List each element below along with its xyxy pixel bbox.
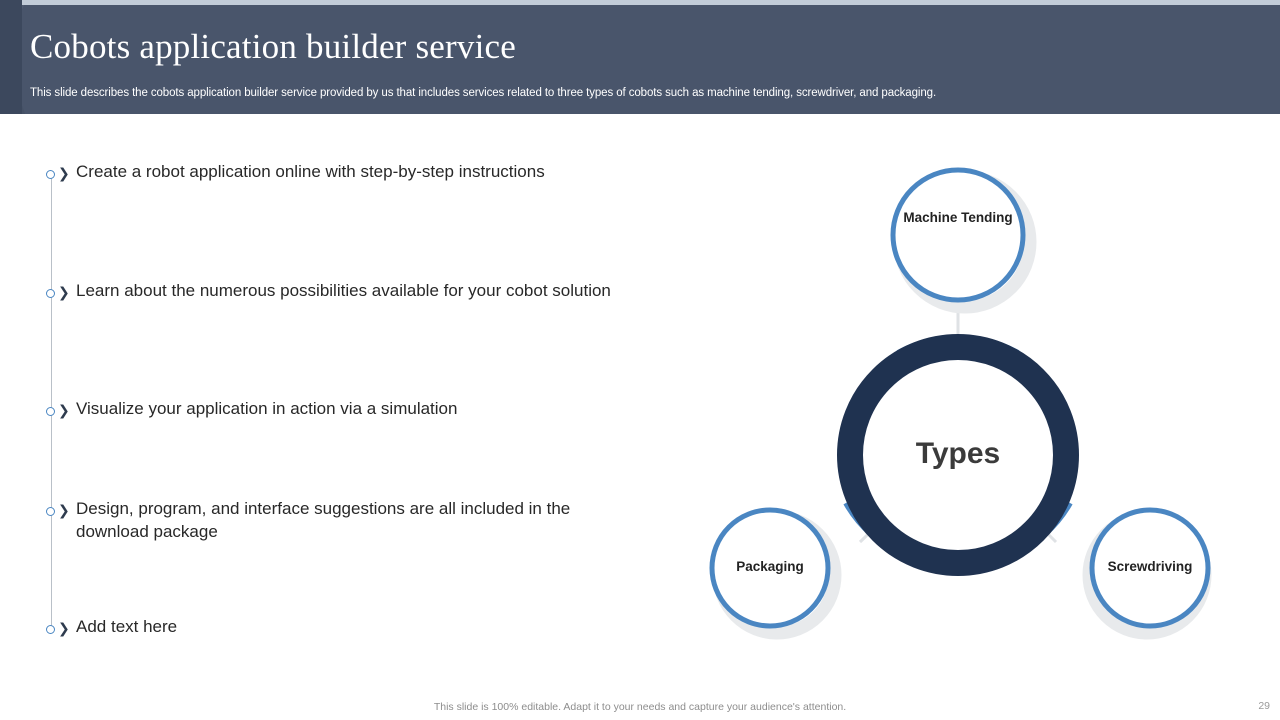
bullet-rail (51, 172, 52, 632)
chevron-right-icon: ❯ (58, 166, 70, 182)
footer-note: This slide is 100% editable. Adapt it to… (433, 701, 847, 713)
center-ring (837, 334, 1079, 576)
node-label-machine-tending: Machine Tending (903, 210, 1013, 225)
chevron-right-icon: ❯ (58, 403, 70, 419)
header-texture (22, 5, 1280, 114)
machine-tending-ring (890, 167, 1026, 303)
bullet-ring-icon (46, 170, 55, 179)
list-item-label: Visualize your application in action via… (76, 399, 458, 418)
list-item-label: Add text here (76, 617, 178, 636)
node-label-screwdriving: Screwdriving (1107, 559, 1193, 574)
page-number: 29 (1258, 700, 1270, 712)
center-label: Types (915, 437, 1001, 470)
list-item-label: Create a robot application online with s… (76, 162, 545, 181)
page-title: Cobots application builder service (30, 27, 516, 66)
header-left-accent (0, 0, 22, 114)
list-item-label: Learn about the numerous possibilities a… (76, 281, 611, 300)
node-label-packaging: Packaging (736, 559, 804, 574)
bullet-ring-icon (46, 625, 55, 634)
chevron-right-icon: ❯ (58, 621, 70, 637)
types-diagram: Types Machine Tending Packaging Screwdri… (680, 150, 1260, 660)
bullet-ring-icon (46, 407, 55, 416)
header-top-line (22, 0, 1280, 5)
chevron-right-icon: ❯ (58, 503, 70, 519)
chevron-right-icon: ❯ (58, 285, 70, 301)
slide-header: Cobots application builder service This … (0, 0, 1280, 114)
bullet-list: ❯ Create a robot application online with… (44, 160, 644, 640)
list-item-label: Design, program, and interface suggestio… (76, 499, 571, 541)
bullet-ring-icon (46, 507, 55, 516)
screwdriving-ring (1089, 507, 1211, 629)
types-diagram-svg (709, 167, 1212, 640)
page-subtitle: This slide describes the cobots applicat… (30, 87, 937, 99)
packaging-ring (709, 507, 831, 629)
bullet-ring-icon (46, 289, 55, 298)
